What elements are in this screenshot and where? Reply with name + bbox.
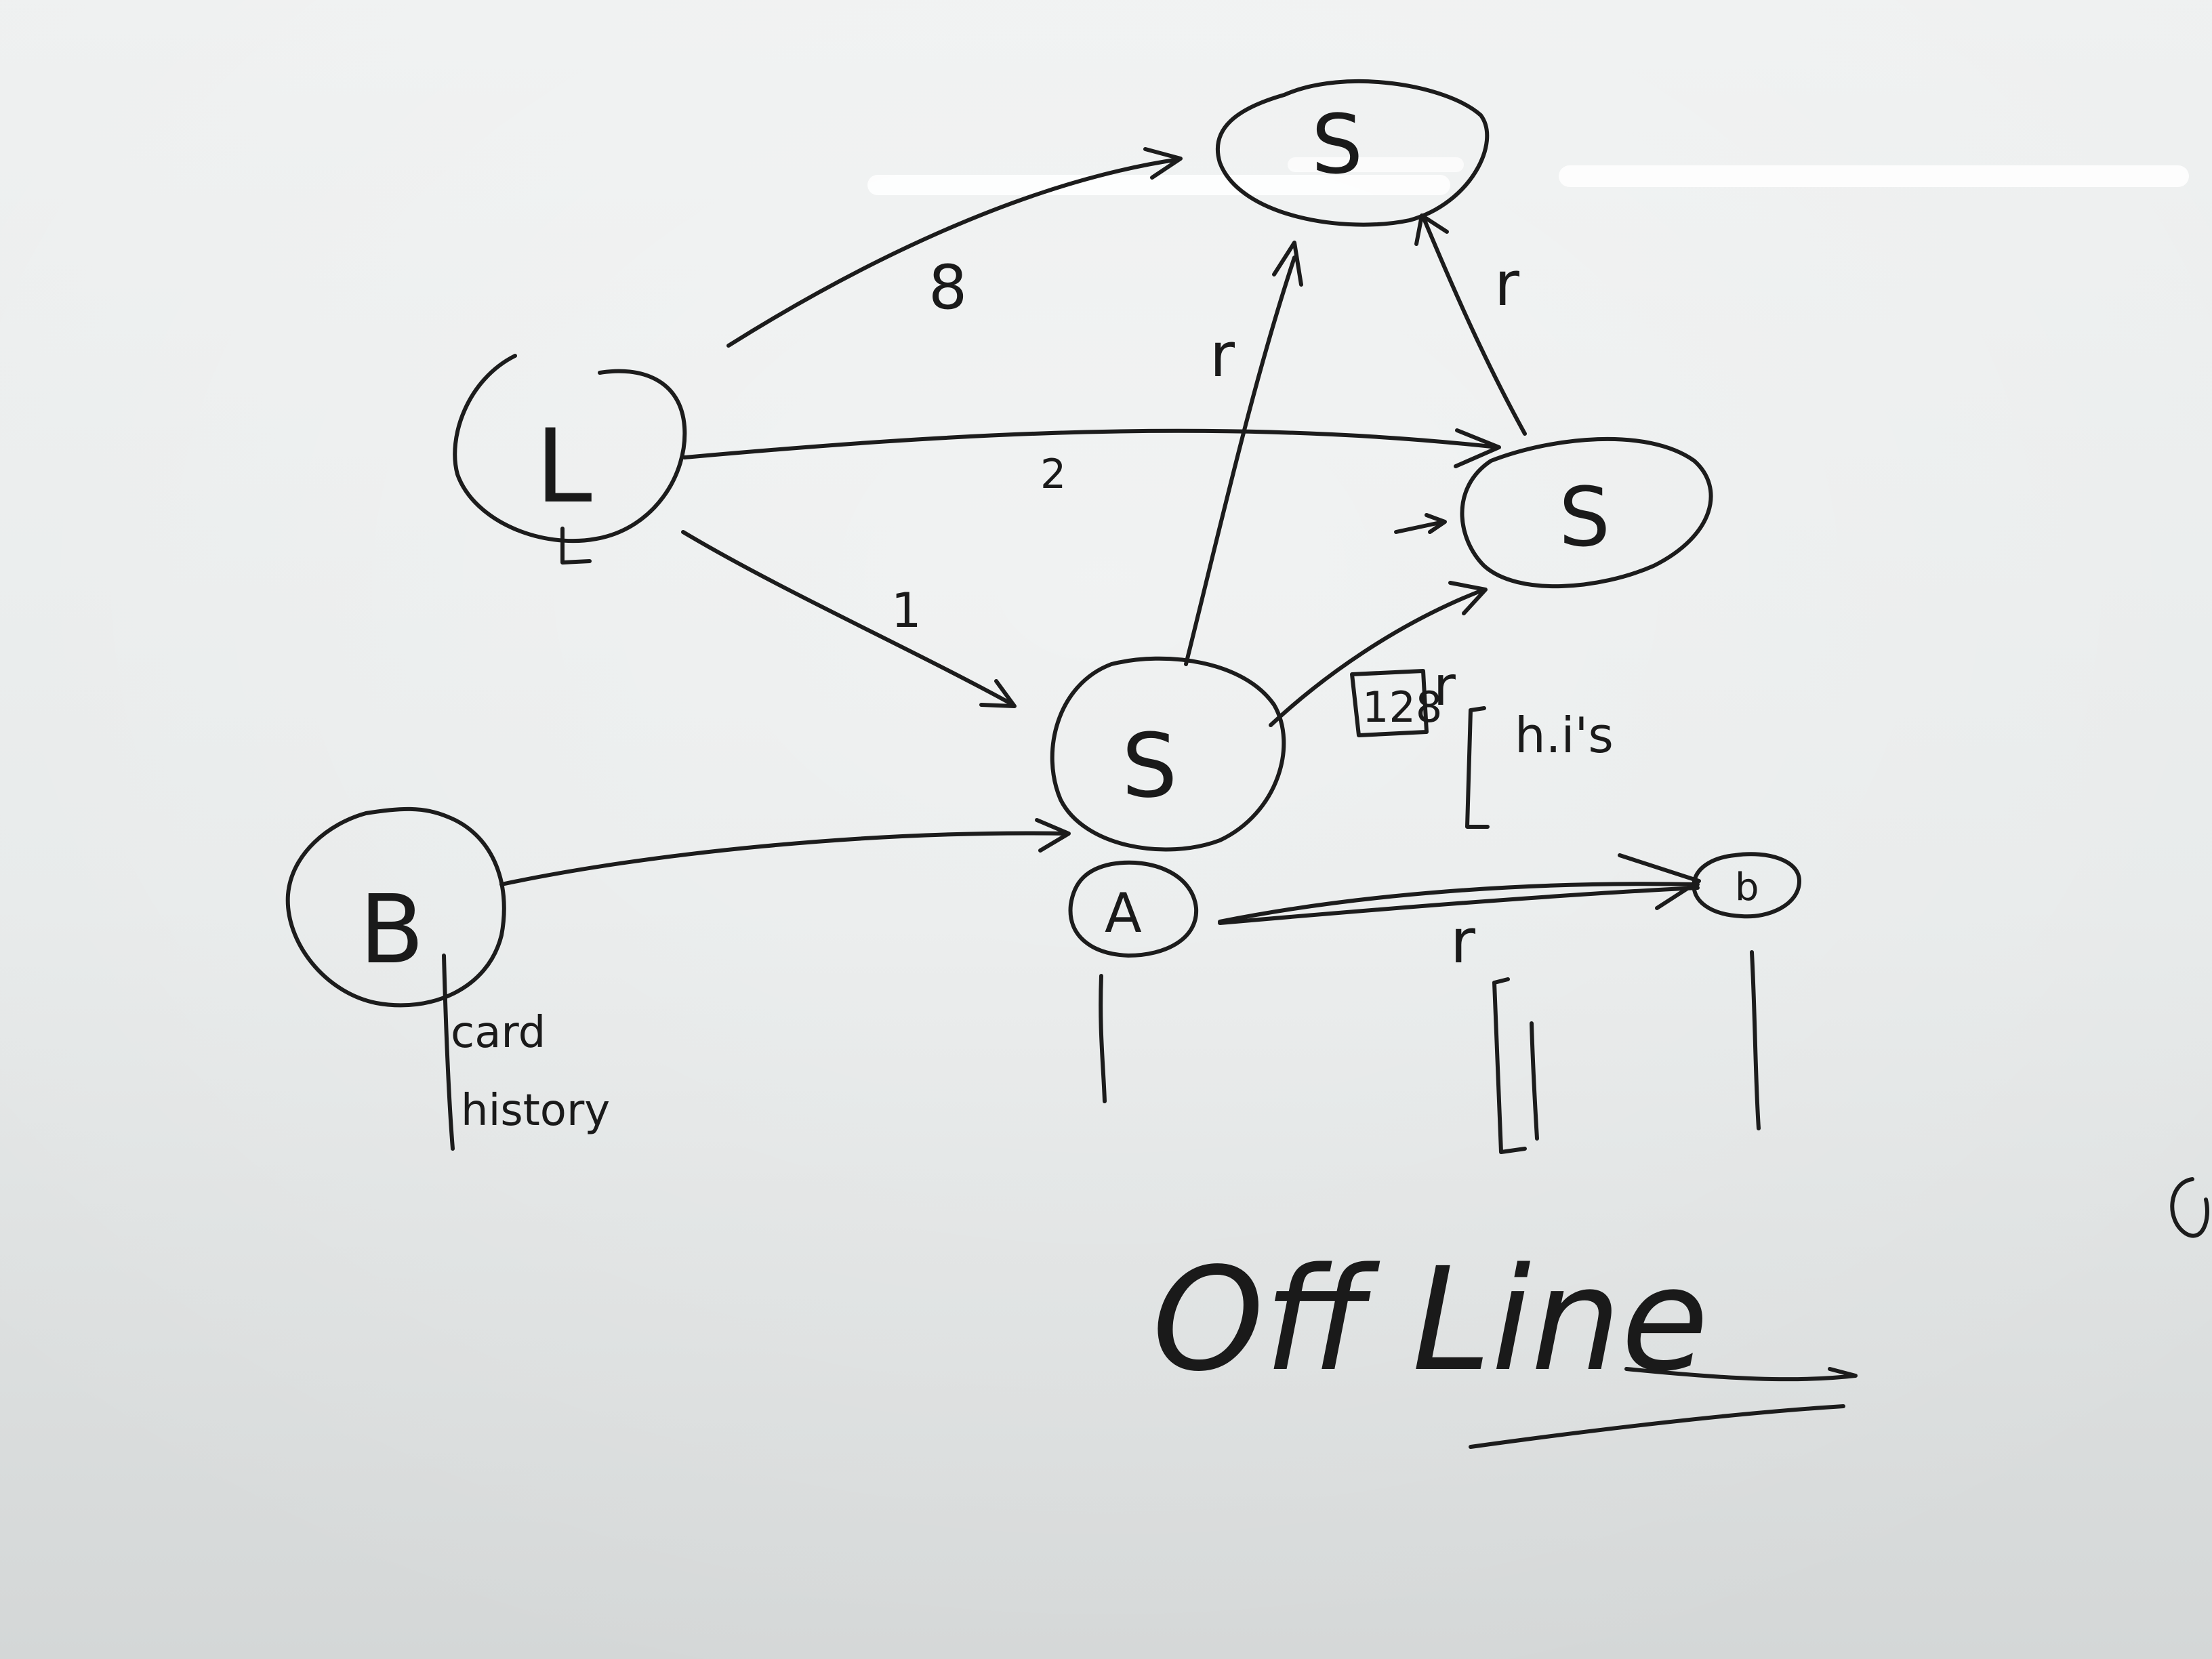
- note-history: history: [461, 1086, 610, 1136]
- timeline-a: [1099, 974, 1107, 1103]
- edge-center-to-top: [1184, 255, 1296, 666]
- node-right-s-label: S: [1559, 471, 1610, 565]
- label-128-box: [1350, 669, 1429, 737]
- node-small-circle: [1692, 852, 1801, 919]
- node-small-label: b: [1735, 865, 1759, 909]
- edge-l-to-center-head: [979, 679, 1017, 708]
- light-reflection-2: [1559, 165, 2189, 187]
- footer-tail-arrow: [1624, 1367, 1858, 1382]
- timeline-small: [1750, 950, 1761, 1130]
- node-right-s-circle: [1460, 436, 1713, 589]
- node-a-label: A: [1105, 882, 1142, 945]
- edge-small-arrow: [1394, 520, 1446, 534]
- node-l-label: L: [535, 408, 592, 526]
- node-top-s-label: S: [1311, 98, 1363, 192]
- footer-heading: Off Line: [1152, 1237, 1708, 1403]
- edge-l-to-right: [682, 428, 1500, 459]
- edge-center-to-top-head: [1272, 241, 1303, 287]
- edge-label-l-to-top: 8: [928, 252, 967, 323]
- footer-underline: [1469, 1404, 1845, 1449]
- edge-label-l-to-center: 1: [891, 583, 922, 638]
- edge-label-center-to-top: r: [1210, 320, 1235, 391]
- edge-label-center-to-right: 128: [1362, 682, 1442, 732]
- his-bracket: [1465, 706, 1490, 829]
- node-top-s-circle: [1215, 79, 1490, 227]
- note-his: h.i's: [1515, 707, 1614, 764]
- edge-label-center-to-right-r: r: [1433, 655, 1456, 718]
- node-l-circle: [453, 354, 687, 544]
- light-reflection-3: [1288, 157, 1464, 172]
- l-mark: [560, 527, 592, 565]
- node-center-s-label: S: [1122, 714, 1178, 817]
- edge-label-right-to-top: r: [1494, 249, 1519, 320]
- edge-right-to-top: [1421, 215, 1527, 436]
- edge-a-to-small-2: [1218, 886, 1700, 925]
- edge-a-to-small-head: [1618, 853, 1701, 910]
- edge-a-to-small: [1218, 882, 1700, 924]
- light-reflection-1: [867, 175, 1450, 195]
- edge-l-to-right-head: [1454, 428, 1501, 468]
- edge-b-to-center-head: [1035, 818, 1071, 853]
- timeline-bracket: [1492, 977, 1527, 1154]
- note-card: card: [451, 1008, 546, 1058]
- edge-small-arrow-head: [1425, 513, 1447, 534]
- edge-label-a-to-small: r: [1450, 906, 1475, 977]
- node-b-label: B: [359, 875, 424, 985]
- b-history-line: [442, 954, 455, 1151]
- node-center-s-circle: [1050, 656, 1286, 852]
- edge-l-to-top-head: [1143, 147, 1183, 180]
- node-a-circle: [1068, 860, 1199, 958]
- timeline-bracket-inner: [1530, 1021, 1539, 1141]
- edge-center-to-right: [1269, 588, 1486, 727]
- edge-right-to-top-head: [1414, 213, 1449, 246]
- edge-b-to-center: [499, 831, 1069, 886]
- edge-center-to-right-head: [1448, 581, 1488, 615]
- edge-l-to-top: [726, 157, 1181, 348]
- corner-mark: [2170, 1177, 2209, 1238]
- edge-label-l-to-right: 2: [1040, 451, 1066, 498]
- edge-l-to-center: [681, 530, 1015, 707]
